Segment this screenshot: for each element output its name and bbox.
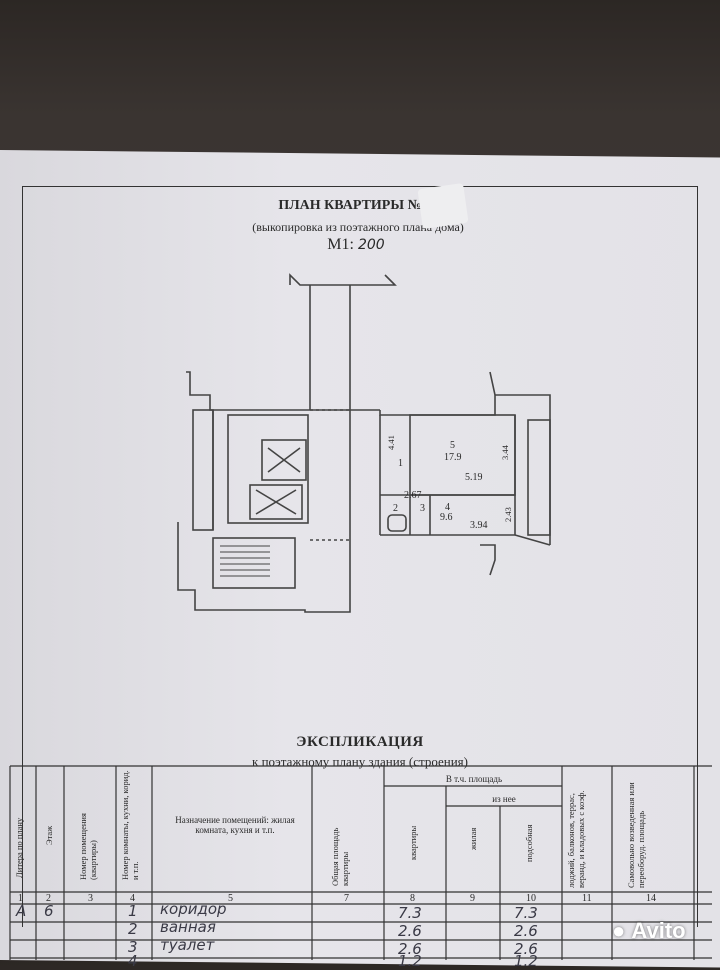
col-number-14: 14 bbox=[646, 893, 656, 904]
row1-apartment-area: 7.3 bbox=[398, 904, 422, 922]
plan-subtitle: (выкопировка из поэтажного плана дома) bbox=[252, 220, 464, 234]
room-3-number: 3 bbox=[420, 503, 425, 514]
header-purpose: Назначение помещений: жилая комната, кух… bbox=[175, 815, 295, 835]
plan-title: ПЛАН КВАРТИРЫ № bbox=[278, 198, 422, 213]
document-frame bbox=[22, 186, 698, 927]
room-1-number: 1 bbox=[398, 458, 403, 469]
col-number-7: 7 bbox=[344, 893, 349, 904]
header-living: жилая bbox=[468, 827, 478, 850]
col-number-4: 4 bbox=[130, 893, 135, 904]
col-number-10: 10 bbox=[526, 893, 536, 904]
row1-purpose: коридор bbox=[160, 900, 227, 918]
row3-apartment-area: 2.6 bbox=[398, 940, 422, 958]
room-5-number: 5 bbox=[450, 440, 455, 451]
row1-room: 1 bbox=[128, 902, 138, 920]
avito-watermark: ● Avito bbox=[612, 918, 686, 944]
room-4-area: 9.6 bbox=[440, 512, 453, 523]
row4-auxiliary-area: 1.2 bbox=[514, 952, 538, 970]
explication-subtitle: к поэтажному плану здания (строения) bbox=[252, 754, 468, 769]
header-unauthorized: Самовольно возведенная или переоборуд. п… bbox=[626, 782, 646, 888]
room-5-area: 17.9 bbox=[444, 452, 462, 463]
header-auxiliary: подсобная bbox=[524, 824, 534, 862]
header-loggia: лоджий, балконов, террас, веранд, и клад… bbox=[566, 790, 586, 888]
header-total-area: Общая площадь квартиры bbox=[330, 827, 350, 886]
scale-value: 200 bbox=[357, 237, 385, 253]
row3-room: 3 bbox=[128, 938, 138, 956]
row1-floor: 6 bbox=[44, 902, 54, 920]
row2-auxiliary-area: 2.6 bbox=[514, 922, 538, 940]
plan-scale: М1: 200 bbox=[0, 236, 716, 254]
col-number-8: 8 bbox=[410, 893, 415, 904]
row3-purpose: туалет bbox=[160, 936, 215, 954]
row2-room: 2 bbox=[128, 920, 138, 938]
avito-logo-icon: ● bbox=[612, 918, 626, 943]
header-apartment: квартиры bbox=[408, 825, 418, 860]
col-number-3: 3 bbox=[88, 893, 93, 904]
header-of-which: из нее bbox=[492, 794, 516, 804]
row1-liter: А bbox=[16, 902, 27, 920]
row4-room: 4 bbox=[128, 952, 138, 970]
col-number-5: 5 bbox=[228, 893, 233, 904]
room-2-number: 2 bbox=[393, 503, 398, 514]
row4-apartment-area: 1.2 bbox=[398, 952, 422, 970]
room-2-dim: 2.67 bbox=[404, 490, 422, 501]
row2-purpose: ванная bbox=[160, 918, 216, 936]
header-liter: Литера по плану bbox=[14, 817, 24, 878]
room-4-width: 3.94 bbox=[470, 520, 488, 531]
row3-auxiliary-area: 2.6 bbox=[514, 940, 538, 958]
row2-apartment-area: 2.6 bbox=[398, 922, 422, 940]
header-incl-area: В т.ч. площадь bbox=[445, 774, 503, 784]
col-number-2: 2 bbox=[46, 893, 51, 904]
col-number-1: 1 bbox=[18, 893, 23, 904]
col-number-9: 9 bbox=[470, 893, 475, 904]
row1-auxiliary-area: 7.3 bbox=[514, 904, 538, 922]
room-5-width: 5.19 bbox=[465, 472, 483, 483]
scale-prefix: М1: bbox=[327, 236, 354, 253]
header-room-no: Номер комнаты, кухни, корид. и т.п. bbox=[120, 770, 140, 880]
explication-title: ЭКСПЛИКАЦИЯ bbox=[296, 734, 424, 750]
col-number-11: 11 bbox=[582, 893, 592, 904]
header-apt-no: Номер помещения (квартиры) bbox=[78, 813, 98, 880]
avito-watermark-text: Avito bbox=[631, 918, 686, 943]
room-4-number: 4 bbox=[445, 502, 450, 513]
header-floor: Этаж bbox=[44, 825, 54, 845]
